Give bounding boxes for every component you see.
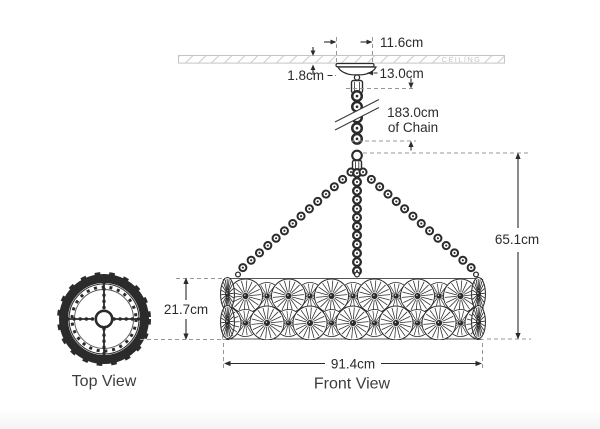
dim-shade-height: 21.7cm <box>140 277 226 340</box>
chain-length-label-2: of Chain <box>388 120 438 135</box>
top-view-center-ring <box>94 309 114 329</box>
suspension-chains <box>234 167 480 277</box>
canopy-width-label: 11.6cm <box>380 35 423 50</box>
main-chain <box>334 90 380 175</box>
top-view-crosshair <box>66 281 142 357</box>
top-view <box>57 272 151 366</box>
dim-shade-width: 91.4cm <box>223 343 483 371</box>
shade-height-label: 21.7cm <box>164 302 208 317</box>
ceiling-label-bg <box>443 56 480 63</box>
canopy-height-label: 13.0cm <box>380 66 424 81</box>
drum-shade <box>220 271 486 340</box>
dim-canopy-height: 13.0cm <box>367 66 424 81</box>
ceiling-label: CEILING <box>442 55 482 64</box>
drum-edge-flowers <box>220 276 486 340</box>
rim-hook-center <box>353 271 361 278</box>
suspension-chain-right <box>358 167 480 276</box>
ceiling-band: CEILING <box>178 55 505 64</box>
canopy-plate-height-label: 1.8cm <box>287 68 324 83</box>
canopy-dome <box>337 66 377 76</box>
chain-break-mark <box>334 99 380 131</box>
suspension-chain-left <box>234 167 356 276</box>
rim-hook-left <box>234 271 242 278</box>
dim-hanging-height: 65.1cm <box>363 152 539 340</box>
chain-loop <box>351 149 363 162</box>
dim-canopy-plate-height: 1.8cm <box>287 47 336 83</box>
rim-hook-right <box>472 271 480 278</box>
dim-chain-length: 183.0cm of Chain <box>346 78 439 151</box>
front-view-label: Front View <box>314 376 391 393</box>
drum-flowers <box>222 278 484 340</box>
chain-length-label-1: 183.0cm <box>387 105 439 120</box>
hanging-height-label: 65.1cm <box>495 232 539 247</box>
top-view-label: Top View <box>72 373 137 390</box>
canopy-neck <box>353 74 361 81</box>
dim-canopy-width: 11.6cm <box>324 35 423 63</box>
shade-width-label: 91.4cm <box>331 356 375 371</box>
